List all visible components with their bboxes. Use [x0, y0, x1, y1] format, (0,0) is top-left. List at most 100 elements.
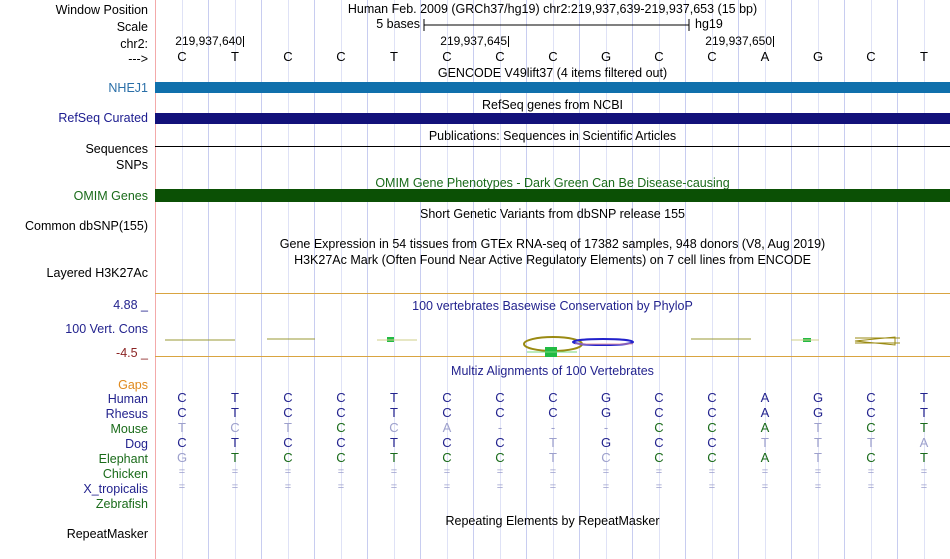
alignment-base: T — [814, 435, 822, 450]
alignment-base: C — [654, 390, 664, 405]
alignment-base: = — [443, 481, 451, 493]
alignment-base: T — [814, 420, 822, 435]
alignment-base: C — [442, 390, 452, 405]
alignment-base: = — [761, 466, 769, 478]
gridline — [420, 0, 421, 559]
label-track-layered-h3k27ac[interactable]: Layered H3K27Ac — [46, 266, 148, 280]
reference-base: T — [920, 49, 928, 64]
ruler-tick-label: 219,937,640 — [175, 34, 242, 48]
alignment-base: = — [814, 466, 822, 478]
label-track-refseq-curated[interactable]: RefSeq Curated — [58, 111, 148, 125]
conservation-plot-glyphs[interactable] — [155, 327, 950, 357]
alignment-base: C — [442, 450, 452, 465]
gridline-minor — [553, 0, 554, 559]
gridline-minor — [765, 0, 766, 559]
alignment-base: T — [231, 450, 239, 465]
reference-base: C — [283, 49, 293, 64]
label-strand: ---> — [128, 52, 148, 66]
alignment-base: C — [548, 390, 558, 405]
alignment-base: T — [178, 420, 186, 435]
gridline — [579, 0, 580, 559]
label-species-x-tropicalis[interactable]: X_tropicalis — [83, 482, 148, 496]
alignment-base: A — [760, 405, 770, 420]
track-label-column: Window Position Scale chr2: ---> NHEJ1 R… — [0, 0, 155, 559]
alignment-base: C — [177, 390, 187, 405]
gridline — [632, 0, 633, 559]
alignment-base: C — [283, 450, 293, 465]
reference-base: G — [812, 49, 824, 64]
ruler-tick-mark — [773, 36, 774, 47]
label-species-zebrafish[interactable]: Zebrafish — [95, 497, 148, 511]
gridline-minor — [341, 0, 342, 559]
track-title-refseq: RefSeq genes from NCBI — [481, 98, 624, 112]
alignment-base: C — [866, 450, 876, 465]
label-species-elephant[interactable]: Elephant — [98, 452, 148, 466]
label-species-dog[interactable]: Dog — [125, 437, 148, 451]
alignment-base: C — [283, 435, 293, 450]
label-track-repeatmasker[interactable]: RepeatMasker — [66, 527, 148, 541]
gridline — [208, 0, 209, 559]
reference-base: C — [177, 49, 187, 64]
alignment-row[interactable]: =============== — [155, 480, 950, 495]
gridline-minor — [871, 0, 872, 559]
label-track-sequences[interactable]: Sequences — [85, 142, 148, 156]
track-title-h3k27ac: H3K27Ac Mark (Often Found Near Active Re… — [294, 253, 811, 267]
label-track-100-vert-cons[interactable]: 100 Vert. Cons — [65, 322, 148, 336]
alignment-row[interactable] — [155, 495, 950, 510]
track-title-publications: Publications: Sequences in Scientific Ar… — [428, 129, 677, 143]
conservation-axis-top — [155, 293, 950, 294]
alignment-base: C — [654, 420, 664, 435]
alignment-base: G — [176, 450, 188, 465]
label-track-snps[interactable]: SNPs — [116, 158, 148, 172]
alignment-base: C — [495, 390, 505, 405]
alignment-base: = — [231, 466, 239, 478]
alignment-base: = — [390, 481, 398, 493]
track-title-gtex: Gene Expression in 54 tissues from GTEx … — [279, 237, 826, 251]
alignment-base: C — [707, 390, 717, 405]
reference-base: A — [760, 49, 770, 64]
alignment-base: = — [443, 466, 451, 478]
alignment-base: T — [231, 405, 239, 420]
label-species-mouse[interactable]: Mouse — [110, 422, 148, 436]
alignment-base: C — [495, 405, 505, 420]
alignment-base: T — [284, 420, 292, 435]
alignment-base: = — [602, 481, 610, 493]
track-band-refseq-curated[interactable] — [155, 113, 950, 124]
track-band-omim-genes[interactable] — [155, 189, 950, 202]
label-species-rhesus[interactable]: Rhesus — [105, 407, 148, 421]
ruler-tick-label: 219,937,645 — [440, 34, 507, 48]
label-track-omim-genes[interactable]: OMIM Genes — [73, 189, 148, 203]
gridline — [685, 0, 686, 559]
label-species-human[interactable]: Human — [107, 392, 148, 406]
alignment-base: C — [707, 420, 717, 435]
alignment-base: C — [654, 450, 664, 465]
sequences-feature-line[interactable] — [155, 146, 950, 147]
label-track-common-dbsnp[interactable]: Common dbSNP(155) — [25, 219, 148, 233]
track-data-area[interactable]: Human Feb. 2009 (GRCh37/hg19) chr2:219,9… — [155, 0, 950, 559]
track-band-nhej1[interactable] — [155, 82, 950, 93]
alignment-base: C — [866, 390, 876, 405]
alignment-base: - — [550, 420, 556, 435]
alignment-row[interactable]: =============== — [155, 465, 950, 480]
window-left-edge-marker — [155, 0, 156, 559]
alignment-base: C — [177, 435, 187, 450]
alignment-base: A — [760, 420, 770, 435]
label-species-chicken[interactable]: Chicken — [102, 467, 148, 481]
alignment-base: = — [867, 481, 875, 493]
label-track-nhej1[interactable]: NHEJ1 — [108, 81, 148, 95]
alignment-base: C — [654, 435, 664, 450]
alignment-base: = — [920, 466, 928, 478]
alignment-base: C — [601, 450, 611, 465]
alignment-base: = — [337, 466, 345, 478]
alignment-base: C — [336, 435, 346, 450]
cons-axis-max: 4.88 _ — [113, 298, 148, 312]
alignment-base: = — [655, 481, 663, 493]
alignment-base: C — [283, 405, 293, 420]
